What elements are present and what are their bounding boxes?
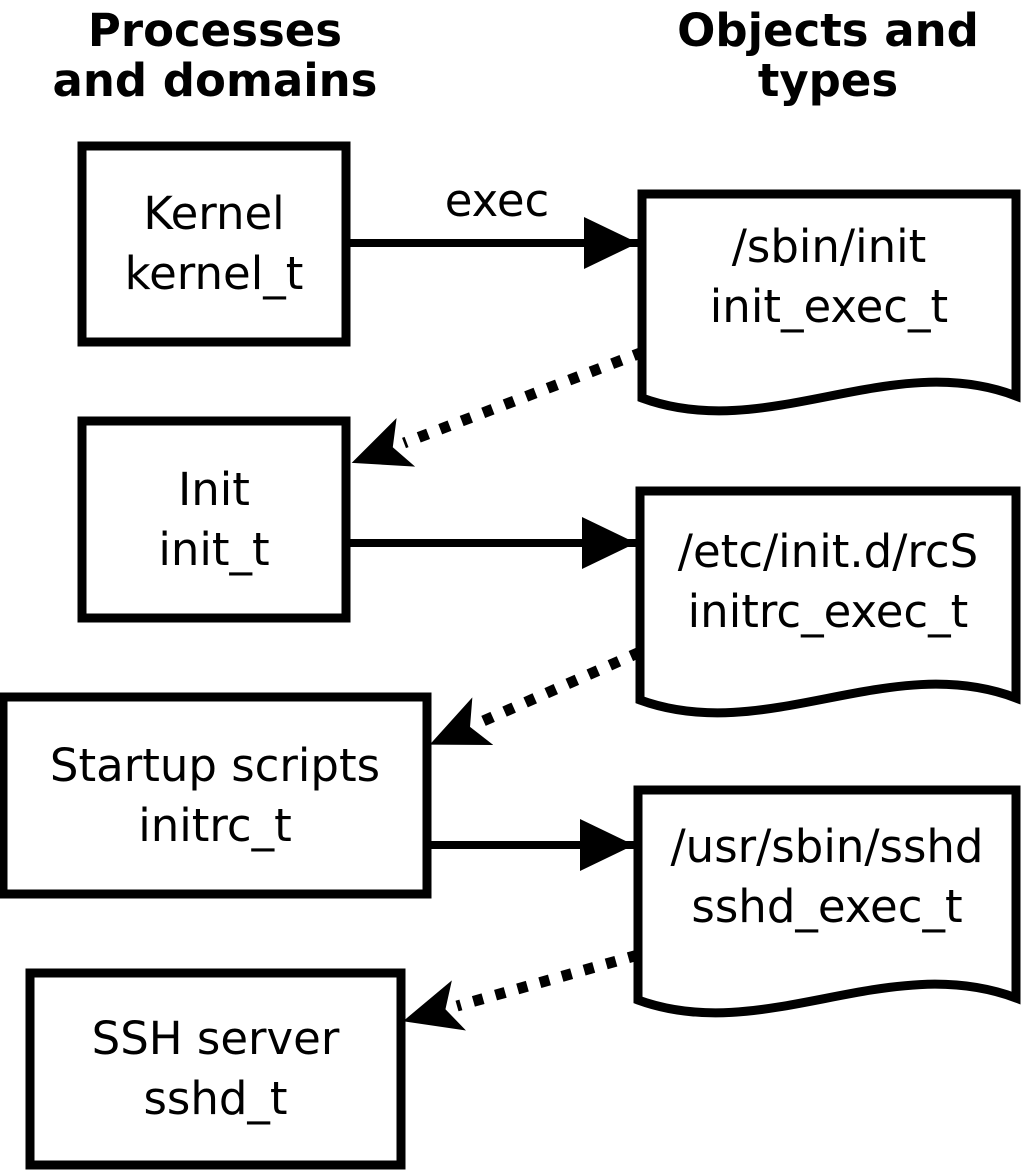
init-name: Init bbox=[178, 462, 250, 516]
startup-scripts-name: Startup scripts bbox=[49, 738, 381, 792]
transition-arrow-sshd-to-sshd-t bbox=[403, 949, 640, 1031]
ssh-server-box bbox=[25, 968, 406, 1170]
kernel-name: Kernel bbox=[143, 187, 285, 240]
doc-initrc-exec bbox=[635, 486, 1021, 718]
kernel-box bbox=[77, 141, 351, 347]
exec-edge-label: exec bbox=[444, 174, 550, 227]
startup-scripts-box-label: Startup scripts initrc_t bbox=[3, 697, 427, 894]
transition-arrow-sbin-init-to-init bbox=[351, 346, 645, 467]
init-box-label: Init init_t bbox=[82, 421, 346, 618]
init-box bbox=[77, 416, 351, 623]
init-domain-type: init_t bbox=[158, 522, 270, 576]
rcS-path: /etc/init.d/rcS bbox=[677, 525, 979, 578]
column-header-processes-line2: and domains bbox=[52, 54, 378, 107]
column-header-objects: Objects and types bbox=[635, 6, 1021, 106]
kernel-box-label: Kernel kernel_t bbox=[82, 146, 346, 342]
doc-init-exec bbox=[637, 189, 1021, 416]
column-header-objects-line2: types bbox=[757, 54, 899, 107]
kernel-domain-type: kernel_t bbox=[124, 247, 304, 300]
transition-arrow-rcS-to-initrc bbox=[429, 646, 643, 745]
ssh-server-name: SSH server bbox=[91, 1012, 340, 1065]
doc-sshd-exec bbox=[633, 785, 1021, 1018]
column-header-processes-line1: Processes bbox=[87, 4, 343, 57]
startup-scripts-domain-type: initrc_t bbox=[138, 798, 292, 852]
rcS-type: initrc_exec_t bbox=[687, 585, 969, 638]
sbin-init-type: init_exec_t bbox=[709, 280, 949, 333]
startup-scripts-box bbox=[0, 692, 432, 899]
doc-initrc-exec-label: /etc/init.d/rcS initrc_exec_t bbox=[640, 522, 1016, 642]
ssh-server-box-label: SSH server sshd_t bbox=[30, 973, 401, 1165]
column-header-objects-line1: Objects and bbox=[677, 4, 979, 57]
sshd-path: /usr/sbin/sshd bbox=[670, 820, 984, 873]
sbin-init-path: /sbin/init bbox=[731, 220, 927, 273]
doc-init-exec-label: /sbin/init init_exec_t bbox=[642, 217, 1016, 337]
ssh-server-domain-type: sshd_t bbox=[143, 1072, 288, 1125]
doc-sshd-exec-label: /usr/sbin/sshd sshd_exec_t bbox=[638, 817, 1016, 937]
sshd-type: sshd_exec_t bbox=[691, 880, 963, 933]
column-header-processes: Processes and domains bbox=[20, 6, 410, 106]
